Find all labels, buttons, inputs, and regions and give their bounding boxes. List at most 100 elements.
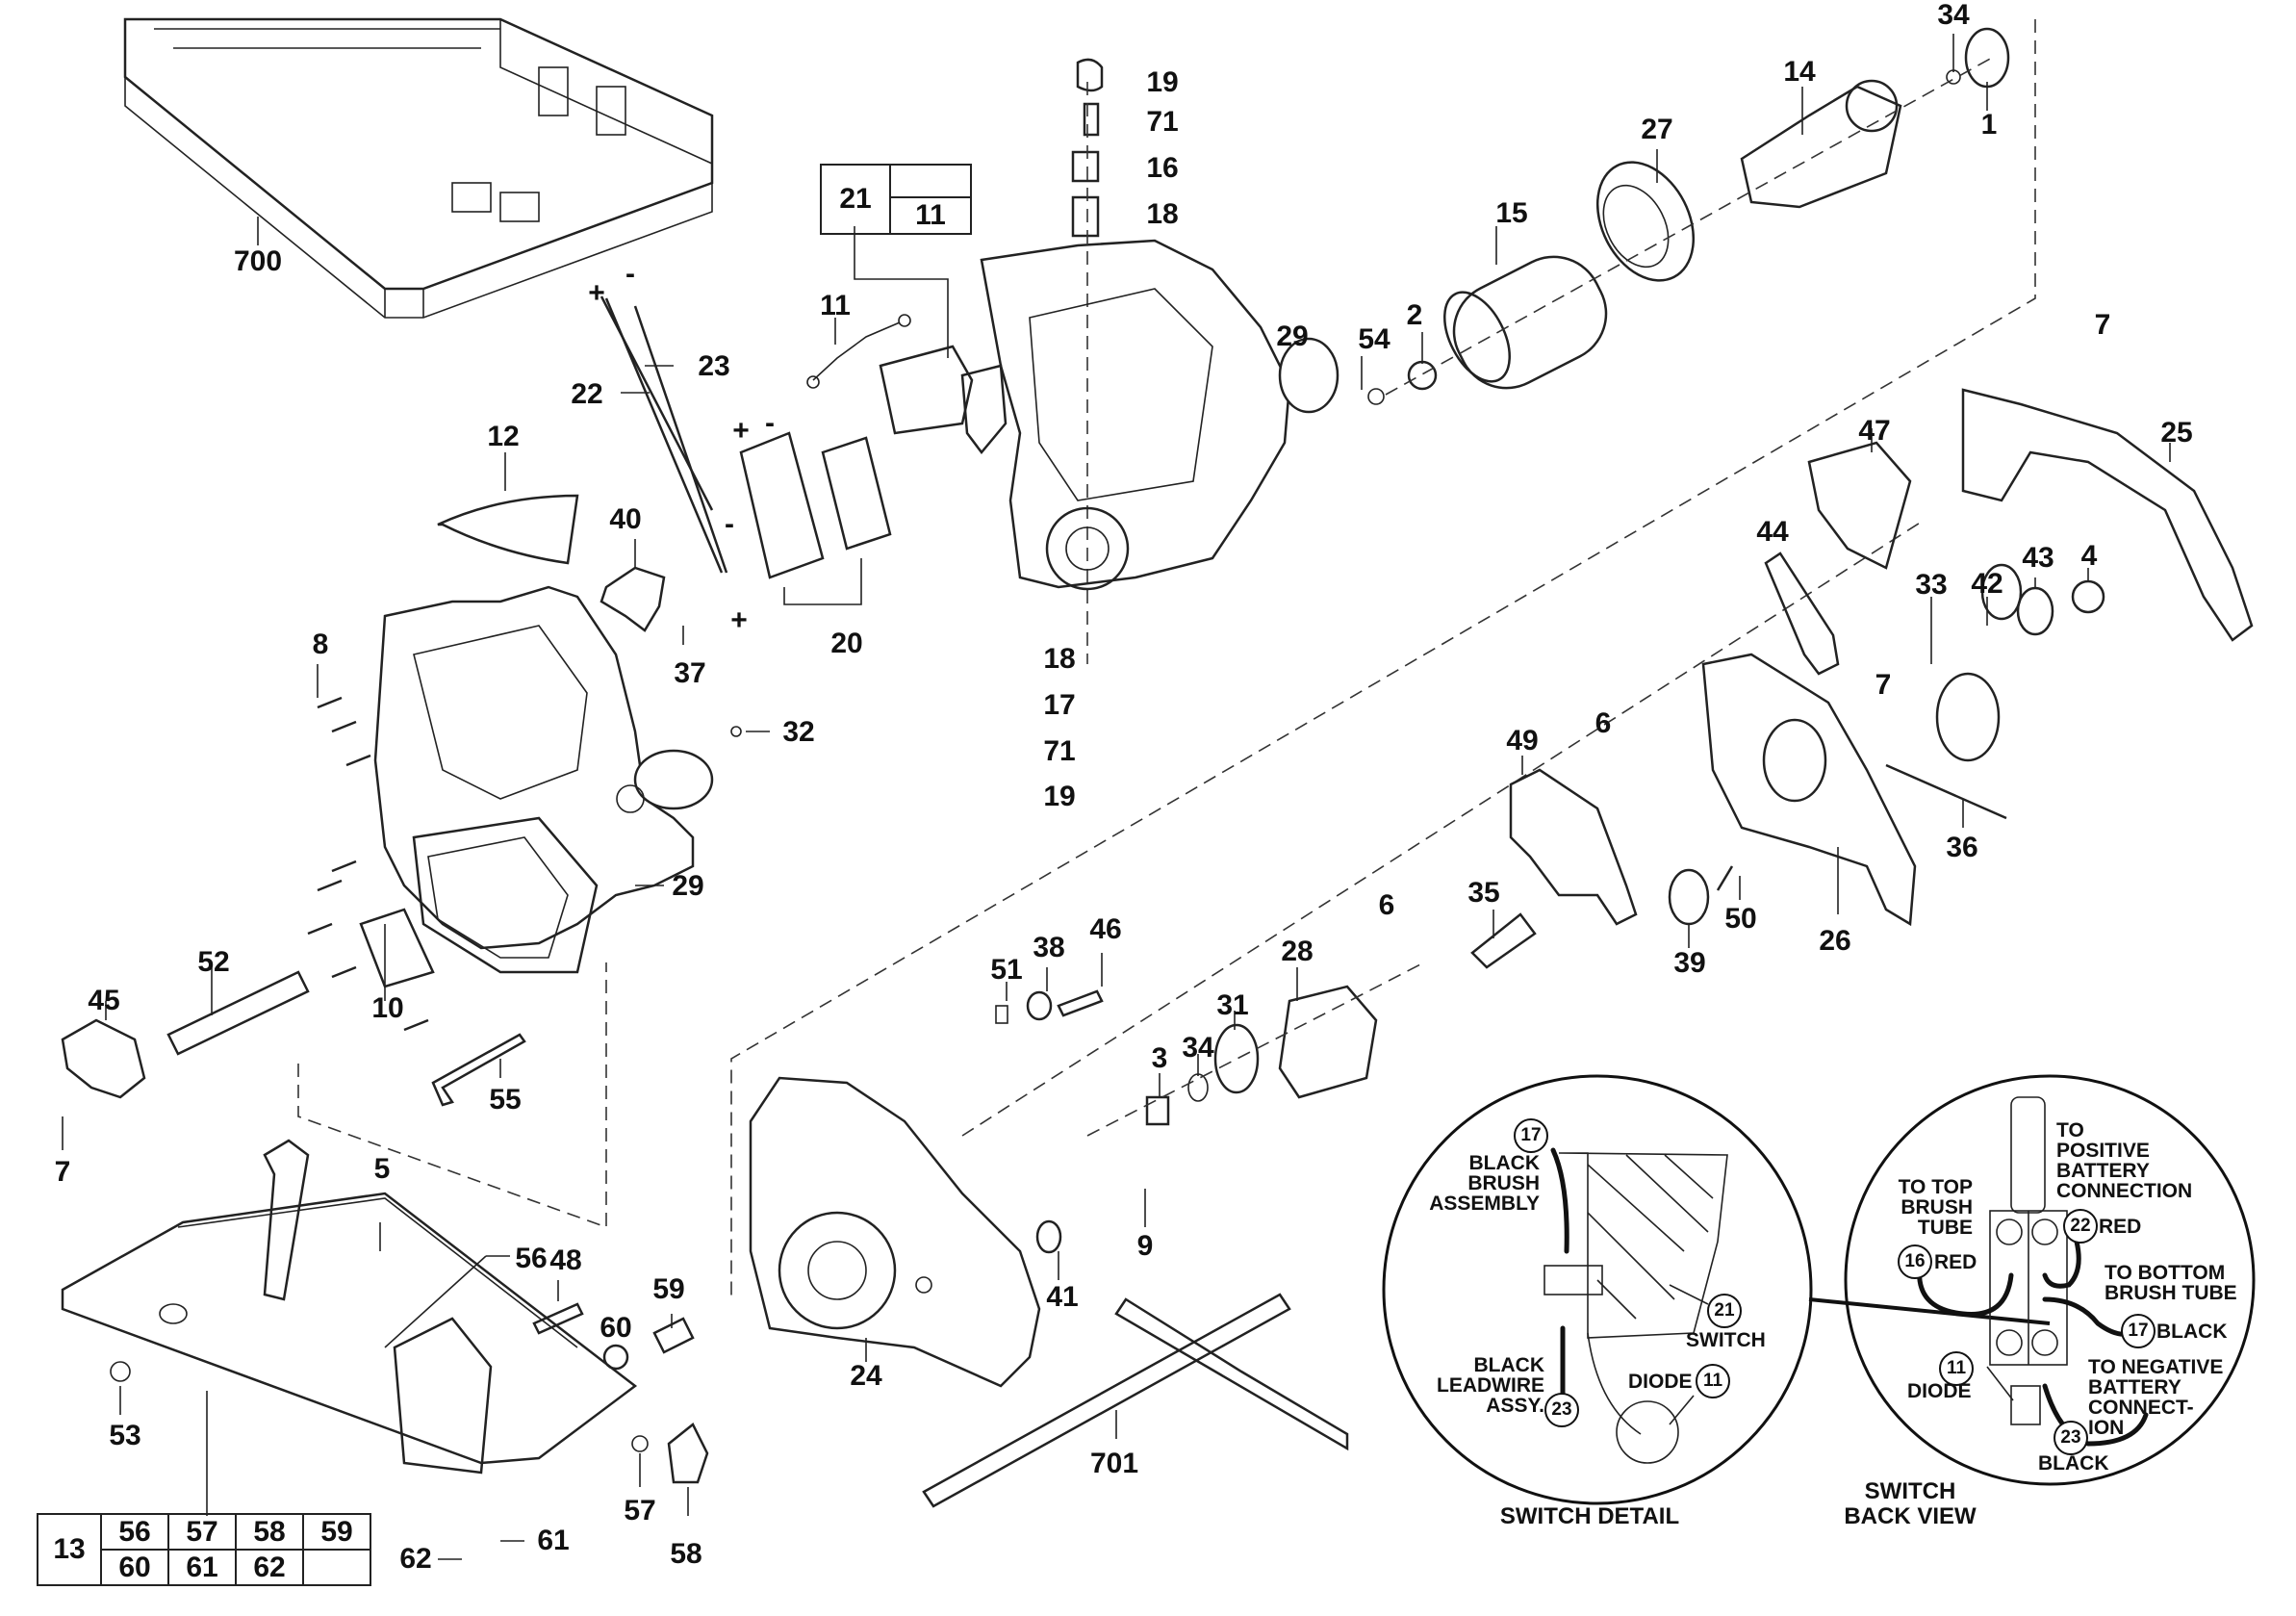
kit-base-cell: 59	[302, 1513, 371, 1551]
part-number-label: 32	[782, 716, 815, 748]
part-number-label: 8	[312, 628, 329, 660]
minus-terminal-mark: -	[725, 508, 734, 540]
plus-terminal-mark: +	[730, 604, 748, 636]
callout-text: TO TOP BRUSH TUBE	[1898, 1176, 1973, 1239]
part-number-label: 41	[1046, 1281, 1079, 1313]
part-number-label: 58	[670, 1538, 702, 1570]
part-number-label: 59	[652, 1273, 685, 1305]
part-number-label: 27	[1641, 114, 1673, 145]
callout-number: 11	[1939, 1351, 1974, 1386]
part-number-label: 34	[1182, 1032, 1214, 1064]
part-number-label: 38	[1033, 932, 1065, 963]
callout-number: 17	[1514, 1118, 1548, 1153]
part-number-label: 6	[1594, 707, 1612, 739]
part-number-label: 23	[698, 350, 730, 382]
callout-text: RED	[2099, 1216, 2142, 1238]
callout-number: 11	[1696, 1364, 1730, 1398]
part-number-label: 19	[1043, 781, 1076, 812]
part-number-label: 7	[1875, 669, 1892, 701]
part-number-label: 60	[600, 1312, 632, 1344]
kit-base-main: 13	[37, 1513, 102, 1586]
callout-text: TO NEGATIVE BATTERY CONNECT- ION	[2088, 1356, 2224, 1439]
kit-base-cell: 60	[100, 1549, 169, 1586]
callout-text: BLACK	[2156, 1321, 2228, 1343]
part-number-label: 54	[1358, 323, 1390, 355]
part-number-label: 7	[54, 1156, 71, 1188]
part-number-label: 71	[1043, 735, 1076, 767]
callout-text: RED	[1934, 1251, 1977, 1273]
part-number-label: 40	[609, 503, 642, 535]
part-number-label: 29	[1276, 321, 1309, 352]
part-number-label: 3	[1151, 1042, 1168, 1074]
callout-text: DIODE	[1628, 1371, 1693, 1393]
kit-switch-cell: 11	[889, 196, 972, 235]
callout-text: SWITCH	[1686, 1329, 1766, 1351]
part-number-label: 26	[1819, 925, 1851, 957]
switch-detail-inset	[1382, 1074, 1813, 1505]
part-number-label: 33	[1915, 569, 1948, 601]
carrying-case	[123, 17, 714, 319]
callout-text: TO POSITIVE BATTERY CONNECTION	[2056, 1119, 2193, 1202]
part-number-label: 1	[1980, 109, 1998, 141]
kit-base-cell: 57	[167, 1513, 237, 1551]
callout-number: 23	[1544, 1393, 1579, 1427]
part-number-label: 52	[197, 946, 230, 978]
minus-terminal-mark: -	[625, 258, 635, 290]
part-number-label: 46	[1089, 913, 1122, 945]
handle-housing	[373, 585, 714, 974]
part-number-label: 34	[1937, 0, 1970, 31]
brush-stack-top	[1071, 58, 1104, 664]
part-number-label: 53	[109, 1420, 141, 1451]
kit-base-cell: 58	[235, 1513, 304, 1551]
part-number-label: 4	[2080, 540, 2098, 572]
callout-text: BLACK BRUSH ASSEMBLY	[1429, 1152, 1540, 1215]
part-number-label: 12	[487, 421, 520, 452]
part-number-label: 5	[373, 1153, 391, 1185]
kit-base-cell	[302, 1549, 371, 1586]
kit-switch-main: 21	[820, 164, 891, 235]
part-number-label: 57	[624, 1495, 656, 1526]
part-number-label: 45	[88, 985, 120, 1016]
part-number-label: 29	[672, 870, 704, 902]
switch-back-view-title: SWITCH BACK VIEW	[1844, 1478, 1977, 1529]
kit-base-cell: 62	[235, 1549, 304, 1586]
part-number-label: 20	[830, 628, 863, 659]
motor-housing	[980, 239, 1339, 591]
part-number-label: 25	[2160, 417, 2193, 449]
part-number-label: 19	[1146, 66, 1179, 98]
callout-text: BLACK LEADWIRE ASSY.	[1437, 1354, 1544, 1417]
part-number-label: 10	[371, 992, 404, 1024]
callout-number: 17	[2121, 1314, 2156, 1348]
kit-base-cell: 61	[167, 1549, 237, 1586]
callout-number: 22	[2063, 1209, 2098, 1244]
kit-table-base: 13 56 57 58 59 60 61 62	[37, 1513, 371, 1586]
part-number-label: 14	[1783, 56, 1816, 88]
motor-parts	[1361, 27, 2010, 405]
plus-terminal-mark: +	[588, 277, 605, 309]
part-number-label: 62	[399, 1543, 432, 1575]
part-number-label: 700	[233, 245, 283, 277]
part-number-label: 39	[1673, 947, 1706, 979]
part-number-label: 71	[1146, 106, 1179, 138]
part-number-label: 31	[1216, 989, 1249, 1021]
part-number-label: 18	[1043, 643, 1076, 675]
part-number-label: 2	[1406, 299, 1423, 331]
screws-left	[307, 626, 684, 1032]
part-number-label: 24	[850, 1360, 882, 1392]
part-number-label: 7	[2094, 309, 2111, 341]
part-number-label: 6	[1378, 889, 1395, 921]
callout-number: 21	[1707, 1294, 1742, 1328]
part-number-label: 48	[549, 1244, 582, 1276]
plus-terminal-mark: +	[732, 415, 750, 447]
callout-number: 23	[2054, 1421, 2088, 1455]
part-number-label: 50	[1724, 903, 1757, 935]
part-number-label: 56	[515, 1243, 548, 1274]
part-number-label: 11	[820, 290, 851, 321]
part-number-label: 47	[1858, 415, 1891, 447]
part-number-label: 22	[571, 378, 603, 410]
part-number-label: 42	[1971, 568, 2003, 600]
part-number-label: 49	[1506, 725, 1539, 757]
part-number-label: 16	[1146, 152, 1179, 184]
